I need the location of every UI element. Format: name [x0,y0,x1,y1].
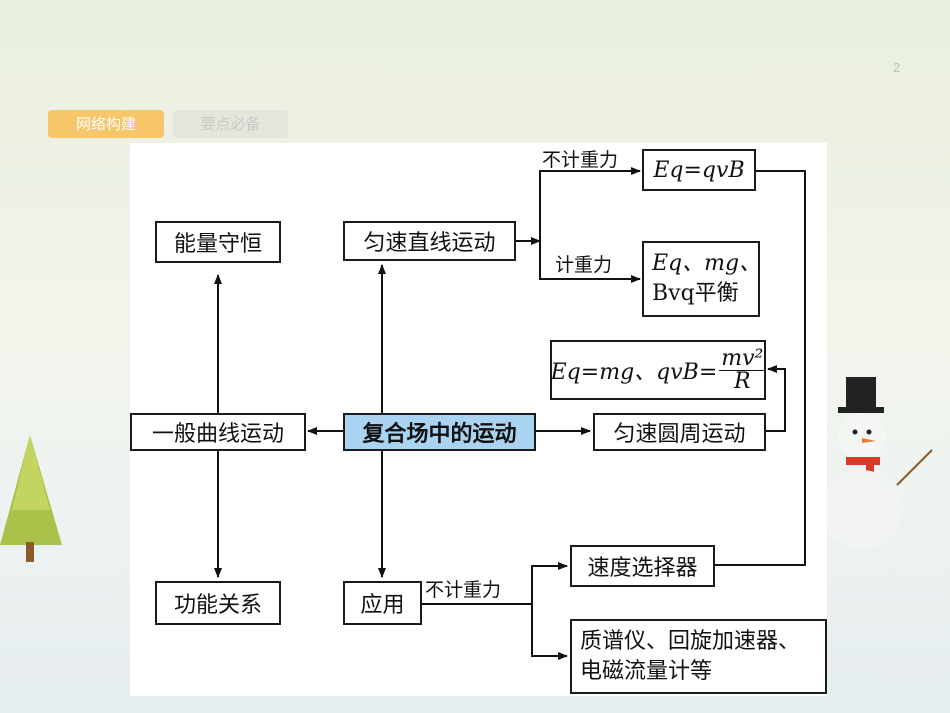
formula-fraction: mv² R [719,345,766,394]
general-curve-motion-box: 一般曲线运动 [130,413,306,451]
tab-key-points[interactable]: 要点必备 [173,110,288,138]
instruments-line-1: 质谱仪、回旋加速器、 [580,628,801,654]
energy-conservation-box: 能量守恒 [155,221,281,263]
uniform-circular-motion-box: 匀速圆周运动 [593,413,766,451]
page-number: 2 [893,60,901,75]
connector-lines [214,167,806,660]
eq-qvb-box: Eq=qvB [642,149,756,191]
label-gravity: 计重力 [555,254,613,276]
formula-denominator: R [734,368,751,394]
label-no-gravity-top: 不计重力 [542,149,619,171]
balance-line-1: Eq、mg、 [652,251,762,276]
balance-line-2: Bvq平衡 [652,281,739,306]
formula-numerator: mv² [719,345,766,371]
instruments-box: 质谱仪、回旋加速器、 电磁流量计等 [570,619,827,694]
tree-decoration [0,435,62,562]
instruments-line-2: 电磁流量计等 [580,658,713,684]
concept-diagram: 能量守恒 一般曲线运动 功能关系 复合场中的运动 匀速直线运动 匀速圆周运动 应… [130,143,827,696]
velocity-selector-box: 速度选择器 [570,545,715,587]
label-no-gravity-bottom: 不计重力 [425,579,502,601]
uniform-linear-motion-box: 匀速直线运动 [343,221,516,261]
formula-left: Eq=mg、qvB= [550,360,718,385]
circular-motion-formula-box: Eq=mg、qvB= mv² R [550,340,766,400]
snowman-decoration [822,377,933,550]
tab-network-construction[interactable]: 网络构建 [48,110,164,138]
application-box: 应用 [343,581,422,625]
center-compound-field-motion-box: 复合场中的运动 [343,413,536,451]
balance-box: Eq、mg、 Bvq平衡 [642,241,762,317]
work-energy-relation-box: 功能关系 [155,581,281,625]
